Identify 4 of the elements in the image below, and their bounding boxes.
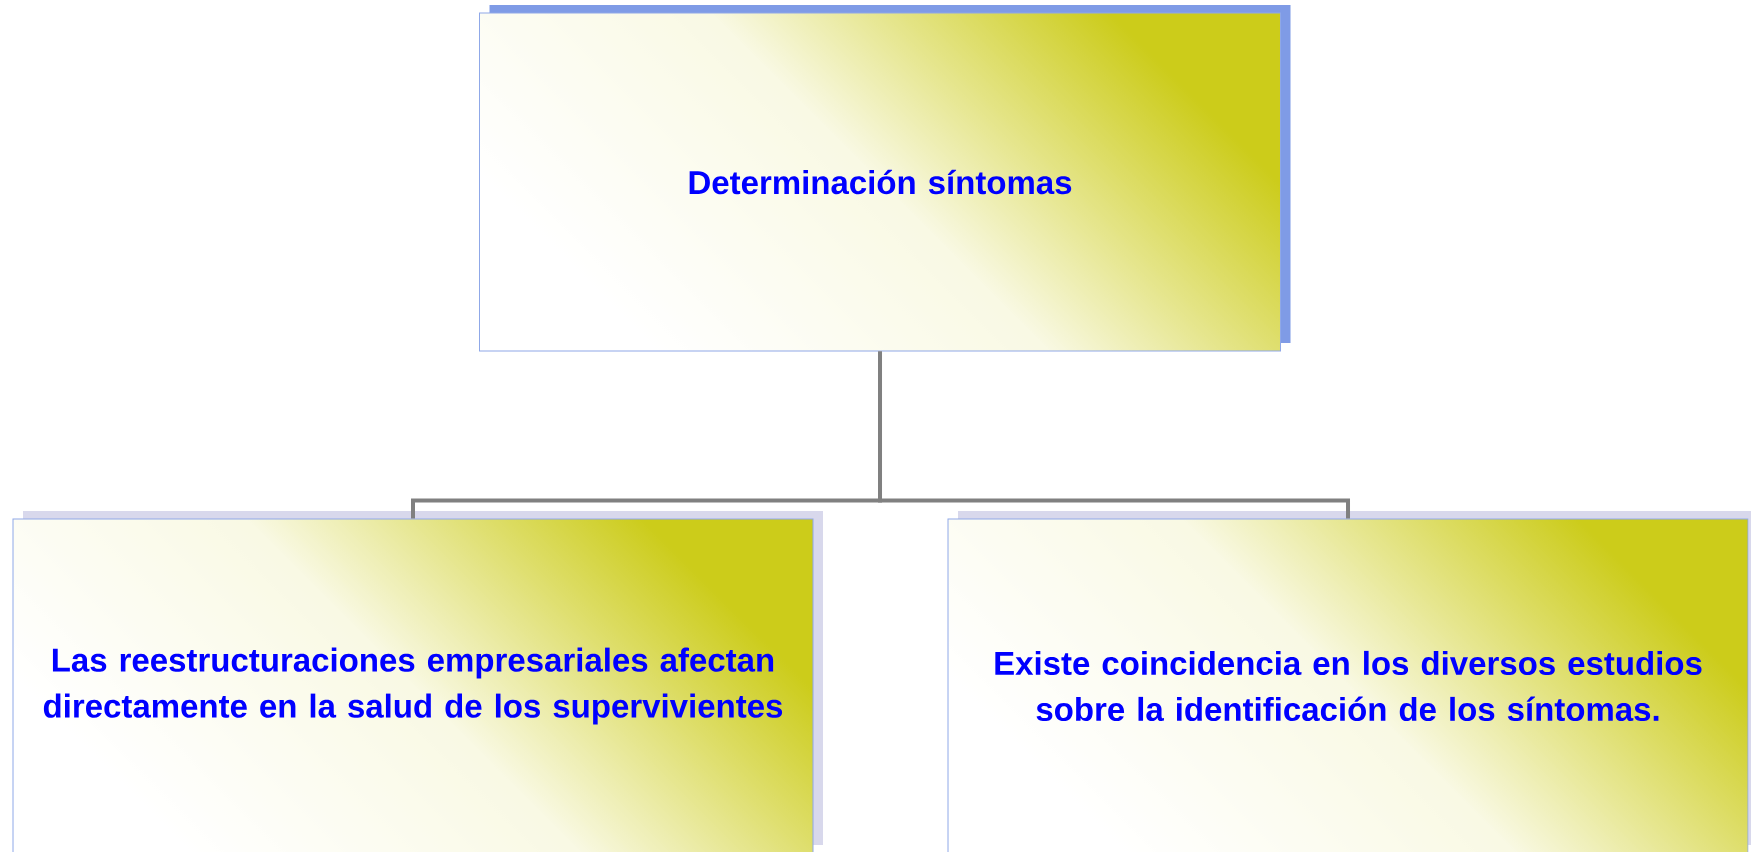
text-box: Existe coincidencia en los diversos estudios sobre la identificación de los síntomas.	[947, 511, 1751, 852]
text-box: Las reestructuraciones empresariales afectan directamente en la salud de los supervivientes	[12, 511, 823, 852]
text-box: Determinación síntomas	[479, 5, 1291, 352]
connector-line	[878, 351, 1350, 519]
